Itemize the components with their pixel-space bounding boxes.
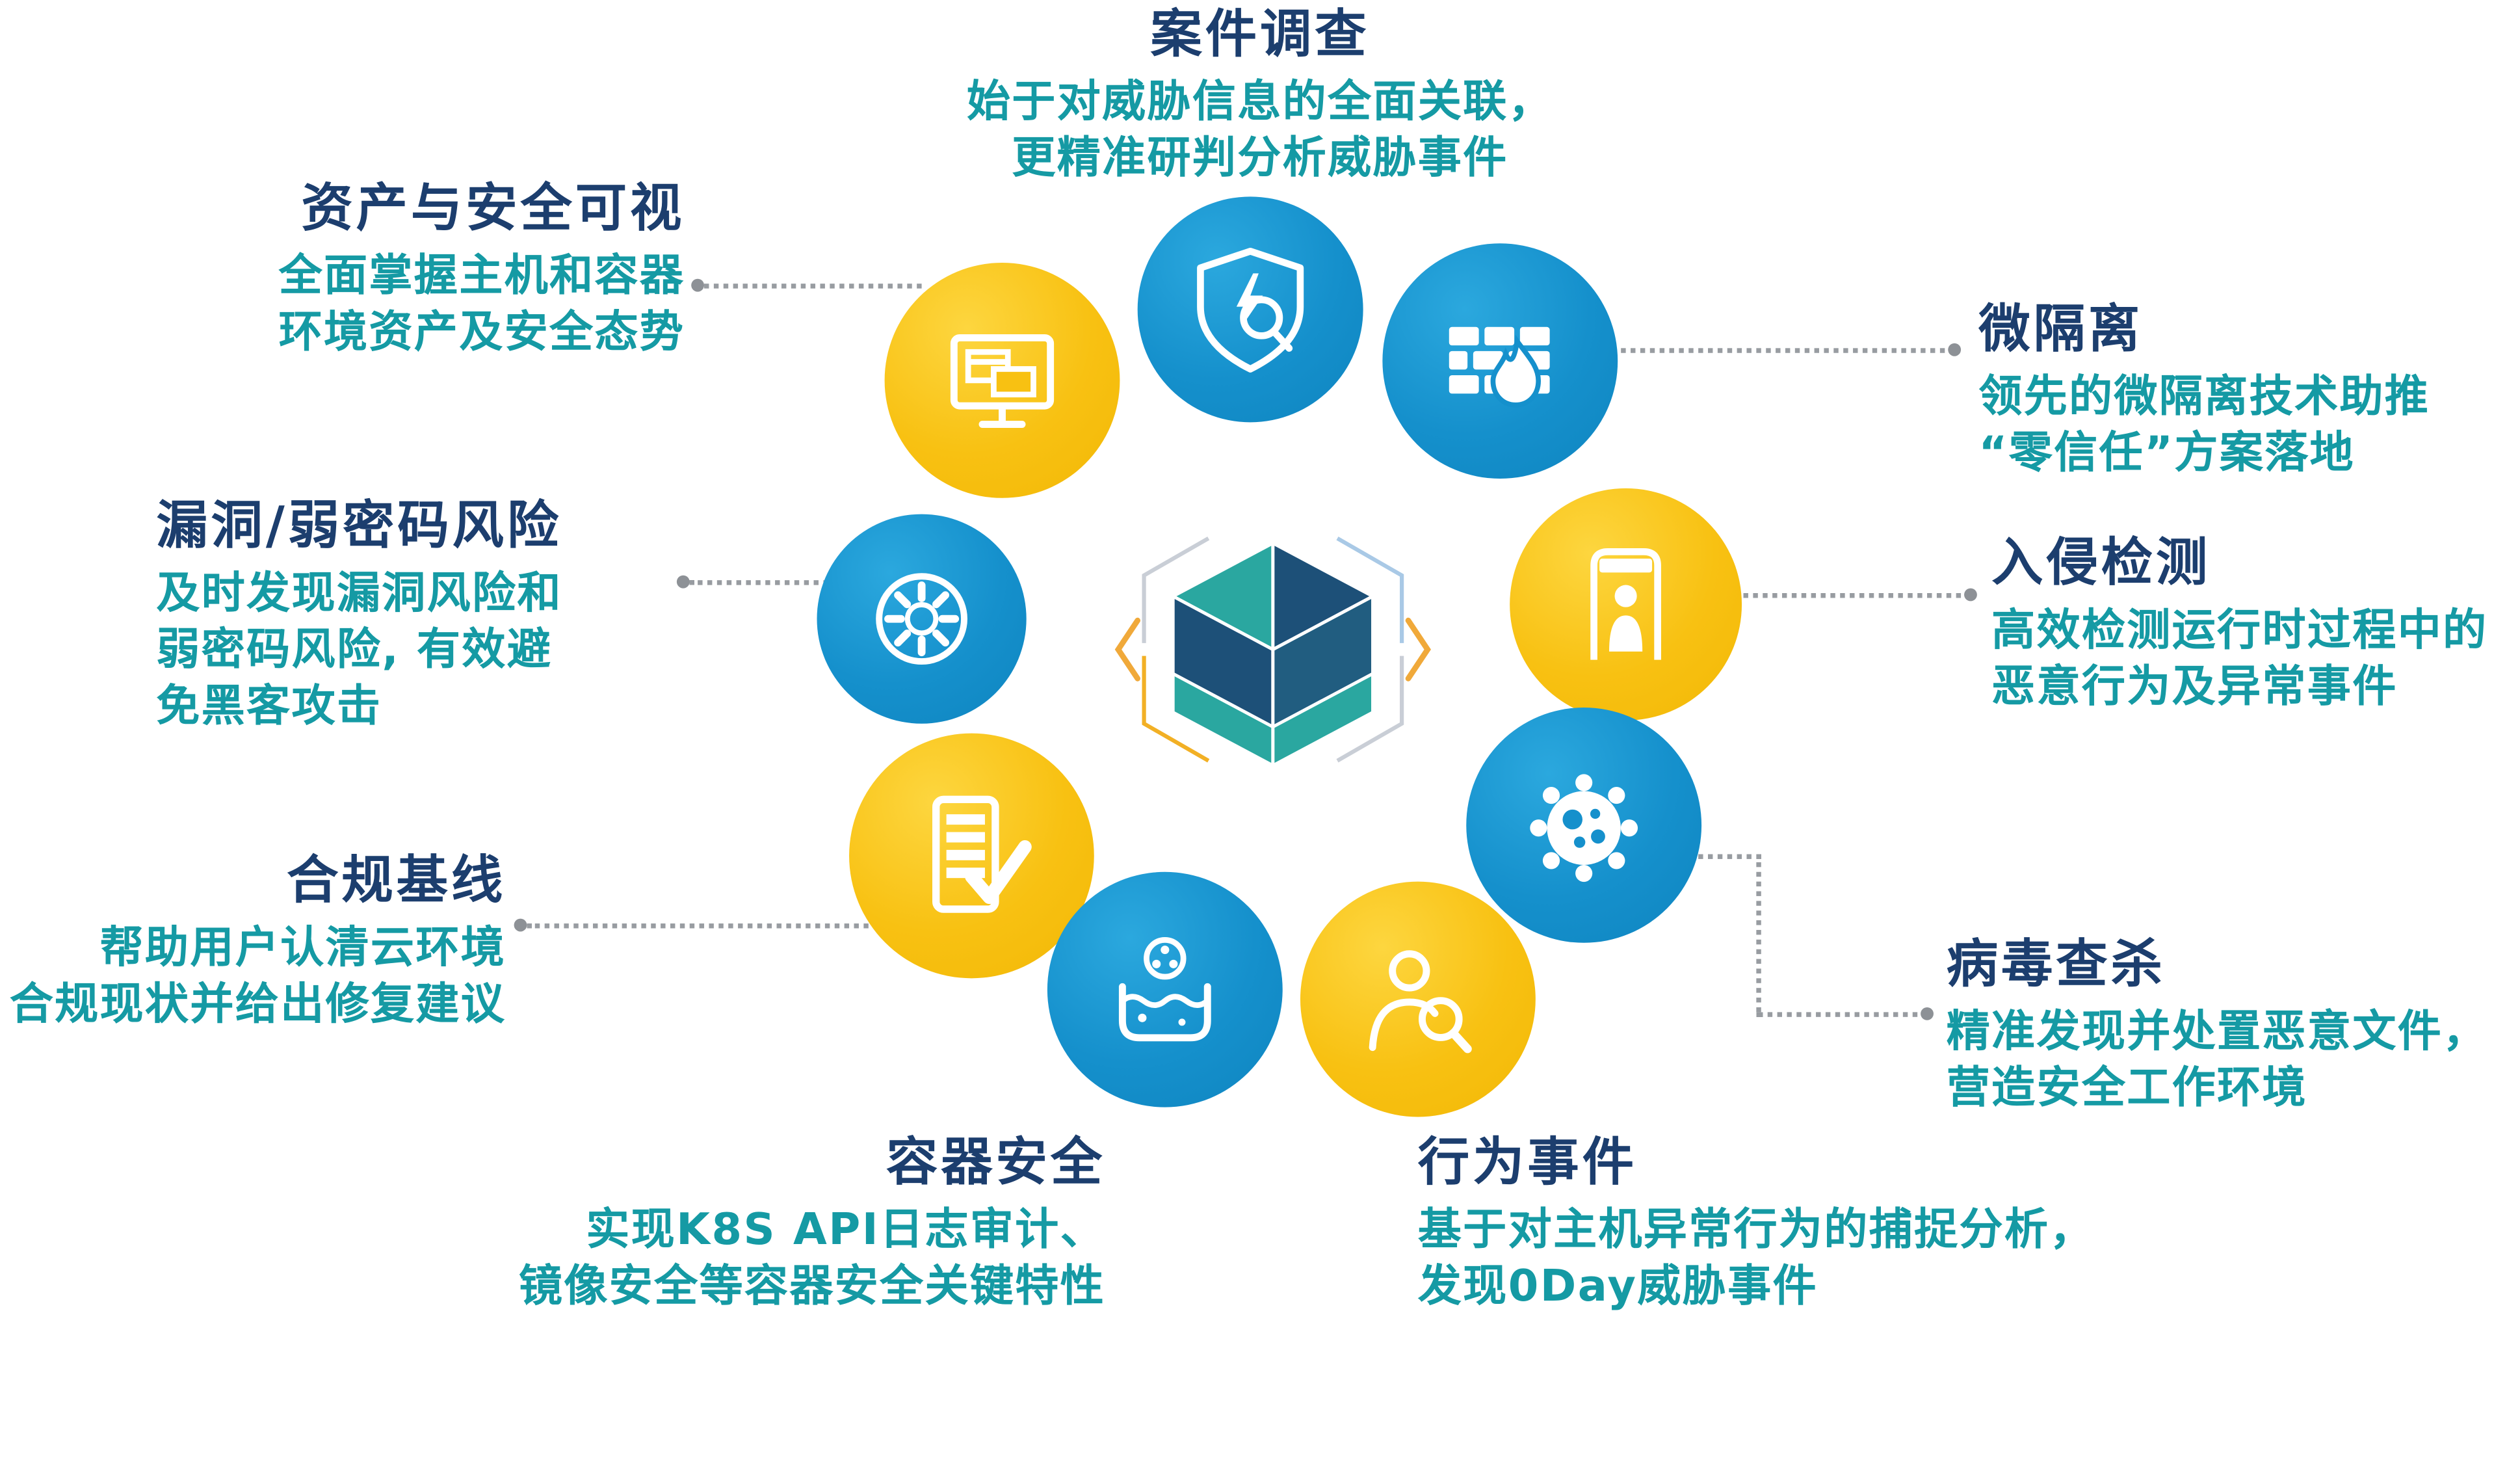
feature-label-virus-scan: 病毒查杀 精准发现并处置恶意文件， 营造安全工作环境: [1947, 930, 2510, 1117]
feature-circle-case-investigation: [1137, 196, 1363, 423]
scan-wheel-icon: [876, 573, 967, 665]
feature-circle-compliance-baseline: [849, 733, 1094, 979]
connector-line: [704, 284, 922, 289]
feature-label-container-security: 容器安全 实现K8S API日志审计、 镜像安全等容器安全关键特性: [451, 1128, 1105, 1315]
virus-icon: [1530, 774, 1638, 882]
connector-line: [1732, 593, 1971, 598]
feature-circle-intrusion-detection: [1510, 488, 1742, 721]
feature-desc-line: 发现0Day威胁事件: [1417, 1262, 1818, 1312]
feature-desc-line: 及时发现漏洞风险和: [156, 568, 562, 619]
feature-desc-line: 免黑客攻击: [156, 682, 382, 732]
feature-desc-line: 镜像安全等容器安全关键特性: [519, 1262, 1106, 1312]
feature-desc-line: 基于对主机异常行为的捕捉分析，: [1417, 1205, 2095, 1256]
feature-desc-line: 弱密码风险, 有效避: [156, 625, 553, 676]
feature-desc-line: 高效检测运行时过程中的: [1991, 605, 2488, 656]
connector-dot: [514, 918, 527, 932]
connector-line: [527, 923, 878, 929]
connector-line: [1756, 854, 1761, 1013]
checklist-icon: [932, 795, 1032, 913]
monitor-icon: [950, 334, 1055, 428]
feature-desc-line: 营造安全工作环境: [1946, 1063, 2307, 1114]
connector-line: [1688, 854, 1761, 859]
feature-circle-asset-visibility: [884, 262, 1120, 498]
feature-desc-line: 更精准研判分析威胁事件: [1012, 133, 1508, 184]
left-bracket-icon: [1114, 617, 1141, 682]
feature-title-container-security: 容器安全: [886, 1131, 1106, 1193]
feature-title-case-investigation: 案件调查: [1150, 3, 1370, 65]
shield-search-icon: [1197, 247, 1304, 373]
feature-label-vuln-weak-password: 漏洞/弱密码风险 及时发现漏洞风险和 弱密码风险, 有效避 免黑客攻击: [156, 492, 688, 735]
connector-line: [1756, 1012, 1931, 1017]
connector-dot: [691, 278, 705, 292]
feature-title-intrusion-detection: 入侵检测: [1991, 531, 2211, 594]
connector-line: [689, 580, 838, 585]
feature-title-vuln-weak-password: 漏洞/弱密码风险: [156, 494, 562, 557]
cube-right-accent: [1271, 670, 1374, 769]
feature-title-virus-scan: 病毒查杀: [1946, 933, 2166, 995]
feature-title-micro-segmentation: 微隔离: [1978, 298, 2144, 360]
hexagon-corner-icon: [1142, 656, 1210, 763]
connector-line: [1611, 348, 1955, 353]
qingteng-cube-logo: [1114, 537, 1431, 769]
connector-dot: [1948, 343, 1962, 356]
feature-desc-line: “零信任”方案落地: [1978, 429, 2356, 479]
feature-desc-line: 恶意行为及异常事件: [1991, 662, 2398, 713]
connector-dot: [676, 575, 690, 589]
person-search-icon: [1369, 950, 1472, 1054]
feature-title-behavior-events: 行为事件: [1417, 1131, 1637, 1193]
feature-desc-line: 帮助用户认清云环境: [99, 923, 506, 974]
feature-desc-line: 全面掌握主机和容器: [278, 251, 685, 302]
feature-desc-line: 实现K8S API日志审计、: [586, 1205, 1106, 1256]
security-gate-icon: [1590, 548, 1661, 660]
hexagon-corner-icon: [1142, 537, 1210, 643]
feature-desc-line: 始于对威胁信息的全面关联，: [966, 77, 1554, 127]
connector-dot: [1964, 588, 1977, 602]
feature-label-asset-visibility: 资产与安全可视 全面掌握主机和容器 环境资产及安全态势: [161, 174, 685, 361]
feature-circle-container-security: [1047, 871, 1283, 1107]
feature-title-asset-visibility: 资产与安全可视: [301, 177, 685, 239]
feature-label-micro-segmentation: 微隔离 领先的微隔离技术助推 “零信任”方案落地: [1978, 295, 2510, 482]
feature-circle-virus-scan: [1466, 707, 1702, 943]
feature-circle-behavior-events: [1300, 881, 1536, 1117]
connector-dot: [1921, 1007, 1934, 1020]
feature-label-behavior-events: 行为事件 基于对主机异常行为的捕捉分析， 发现0Day威胁事件: [1418, 1128, 2127, 1315]
feature-label-compliance-baseline: 合规基线 帮助用户认清云环境 合规现状并给出修复建议: [3, 846, 506, 1033]
firewall-flame-icon: [1449, 326, 1550, 408]
feature-desc-line: 领先的微隔离技术助推: [1978, 372, 2430, 423]
feature-circle-micro-segmentation: [1382, 243, 1618, 479]
container-tank-icon: [1118, 936, 1211, 1042]
hexagon-corner-icon: [1336, 656, 1404, 763]
feature-desc-line: 合规现状并给出修复建议: [9, 979, 506, 1030]
right-bracket-icon: [1405, 617, 1431, 682]
feature-desc-line: 精准发现并处置恶意文件，: [1946, 1007, 2488, 1057]
feature-label-case-investigation: 案件调查 始于对威胁信息的全面关联， 更精准研判分析威胁事件: [777, 0, 1744, 187]
feature-desc-line: 环境资产及安全态势: [278, 308, 685, 358]
feature-title-compliance-baseline: 合规基线: [287, 849, 506, 911]
feature-label-intrusion-detection: 入侵检测 高效检测运行时过程中的 恶意行为及异常事件: [1991, 529, 2520, 715]
hexagon-corner-icon: [1336, 537, 1404, 643]
feature-circle-vuln-weak-password: [817, 514, 1027, 724]
